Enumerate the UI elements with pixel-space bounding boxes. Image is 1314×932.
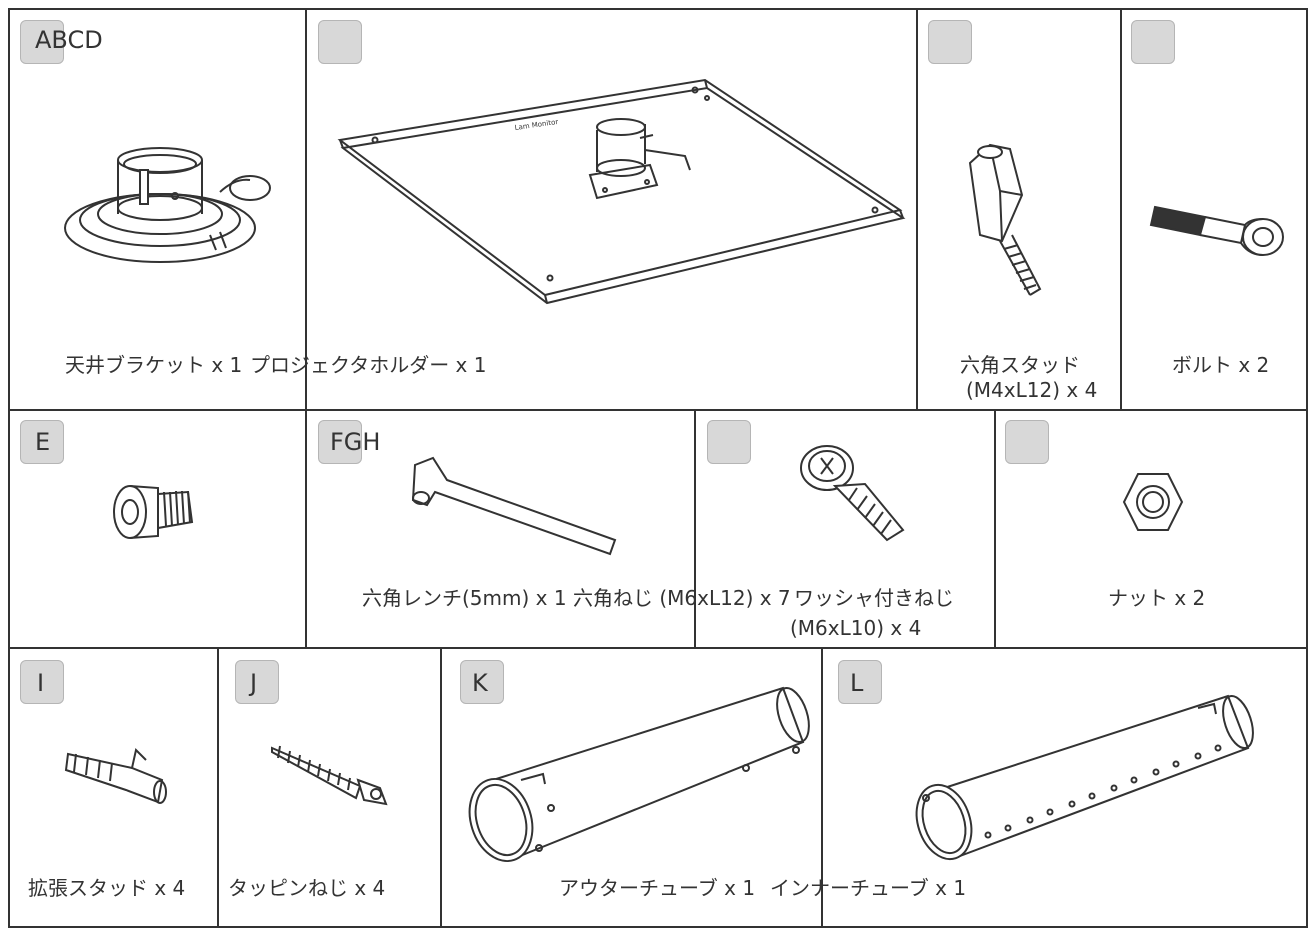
row-divider-1 xyxy=(8,409,1308,411)
col-divider xyxy=(916,8,918,409)
part-letter-label: FGH xyxy=(330,428,381,456)
inner-tube-caption: インナーチューブ x 1 xyxy=(770,876,967,900)
inner-tube-illustration xyxy=(908,690,1258,865)
part-badge xyxy=(20,660,64,704)
part-badge xyxy=(20,20,64,64)
hex-wrench-illustration xyxy=(405,450,630,565)
part-badge xyxy=(20,420,64,464)
bolt-illustration xyxy=(1145,195,1290,265)
part-letter-label: E xyxy=(35,428,51,456)
part-badge xyxy=(838,660,882,704)
projector-holder-caption: プロジェクタホルダー x 1 xyxy=(250,353,487,377)
hex-standoff-illustration xyxy=(960,135,1070,305)
outer-tube-caption: アウターチューブ x 1 xyxy=(559,876,756,900)
part-badge xyxy=(318,420,362,464)
part-badge xyxy=(460,660,504,704)
tapping-screw-caption: タッピンねじ x 4 xyxy=(228,876,386,900)
part-letter-label: J xyxy=(250,669,258,697)
outer-frame xyxy=(8,8,1308,928)
bolt-caption: ボルト x 2 xyxy=(1172,353,1270,377)
hex-wrench-caption: 六角レンチ(5mm) x 1 xyxy=(362,586,567,610)
part-badge xyxy=(1005,420,1049,464)
part-badge xyxy=(235,660,279,704)
washer-screw-caption-line1: ワッシャ付きねじ xyxy=(794,586,954,610)
washer-screw-illustration xyxy=(795,440,910,545)
col-divider xyxy=(694,409,696,647)
part-letter-label: ABCD xyxy=(35,26,103,54)
col-divider xyxy=(305,8,307,409)
col-divider xyxy=(440,647,442,928)
part-letter-label: I xyxy=(37,669,45,697)
ceiling-bracket-caption: 天井ブラケット x 1 xyxy=(65,353,243,377)
nut-caption: ナット x 2 xyxy=(1108,586,1206,610)
washer-screw-caption-line2: (M6xL10) x 4 xyxy=(790,616,922,640)
projector-holder-illustration: Lam Monitor xyxy=(335,60,910,305)
hex-standoff-caption-line2: (M4xL12) x 4 xyxy=(966,378,1098,402)
part-letter-label: K xyxy=(472,669,488,697)
expansion-anchor-caption: 拡張スタッド x 4 xyxy=(28,876,186,900)
part-badge xyxy=(707,420,751,464)
col-divider xyxy=(305,409,307,647)
hex-standoff-caption-line1: 六角スタッド xyxy=(960,353,1080,377)
hex-screw-illustration xyxy=(108,478,203,548)
hex-screw-caption: 六角ねじ (M6xL12) x 7 xyxy=(573,586,791,610)
col-divider xyxy=(217,647,219,928)
nut-illustration xyxy=(1118,468,1188,538)
expansion-anchor-illustration xyxy=(62,740,172,810)
row-divider-2 xyxy=(8,647,1308,649)
part-badge xyxy=(318,20,362,64)
col-divider xyxy=(994,409,996,647)
part-badge xyxy=(928,20,972,64)
col-divider xyxy=(1120,8,1122,409)
ceiling-bracket-illustration xyxy=(60,140,290,280)
tapping-screw-illustration xyxy=(268,742,393,812)
part-badge xyxy=(1131,20,1175,64)
part-letter-label: L xyxy=(850,669,864,697)
col-divider xyxy=(821,647,823,928)
outer-tube-illustration xyxy=(463,680,818,870)
